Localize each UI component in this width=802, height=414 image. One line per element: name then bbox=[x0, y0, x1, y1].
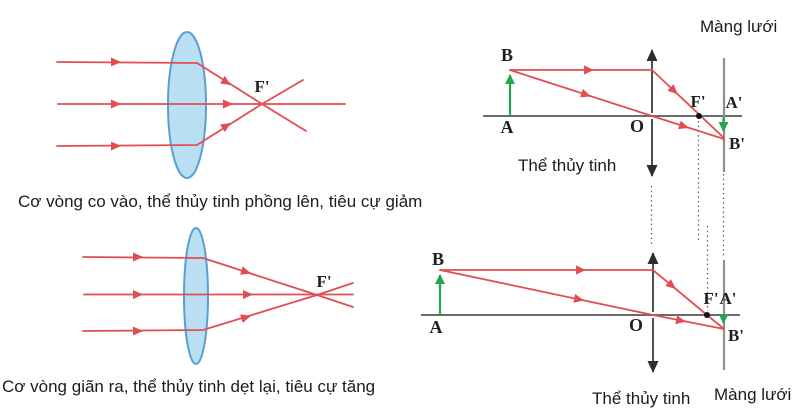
focal-point-label: F' bbox=[690, 92, 705, 111]
light-ray bbox=[82, 256, 354, 308]
object-tip-label: B bbox=[432, 249, 444, 269]
retina-name-label: Màng lưới bbox=[714, 385, 791, 404]
ray-arrow-icon bbox=[219, 75, 231, 86]
focal-point-label: F' bbox=[254, 77, 269, 96]
ray-arrow-icon bbox=[675, 315, 686, 325]
ray-arrow-icon bbox=[667, 84, 678, 95]
ray-arrow-icon bbox=[665, 279, 676, 289]
caption-bulged-lens: Cơ vòng co vào, thể thủy tinh phồng lên,… bbox=[18, 192, 422, 211]
ray-arrow-icon bbox=[580, 88, 591, 98]
bulged-lens-shape bbox=[167, 31, 207, 179]
focal-point-dot bbox=[704, 312, 710, 318]
construction-lines bbox=[650, 121, 725, 311]
image-tip-label: B' bbox=[729, 134, 745, 153]
object-tip-label: B bbox=[501, 45, 513, 65]
ray-arrow-icon bbox=[240, 314, 251, 324]
light-ray bbox=[439, 269, 725, 330]
object-base-label: A bbox=[501, 117, 514, 137]
focal-point-label: F' bbox=[316, 272, 331, 291]
image-tip-label: B' bbox=[728, 326, 744, 345]
flattened-lens-diagram: F' bbox=[82, 227, 354, 365]
lens-name-label: Thể thủy tinh bbox=[518, 156, 616, 175]
light-ray bbox=[439, 269, 725, 330]
bulged-lens-diagram: F' bbox=[56, 31, 346, 179]
image-base-label: A' bbox=[720, 289, 737, 308]
caption-flattened-lens: Cơ vòng giãn ra, thể thủy tinh dẹt lại, … bbox=[2, 377, 375, 396]
near-vision-diagram: B A O F' A' B' Thể thủy tinh Màng lưới bbox=[483, 17, 777, 177]
ray-arrow-icon bbox=[678, 120, 689, 130]
image-base-label: A' bbox=[726, 93, 743, 112]
object-base-label: A bbox=[430, 317, 443, 337]
ray-arrow-icon bbox=[573, 293, 584, 303]
retina-name-label: Màng lưới bbox=[700, 17, 777, 36]
focal-point-dot bbox=[696, 113, 702, 119]
focal-point-label: F' bbox=[703, 289, 718, 308]
optical-center-label: O bbox=[629, 315, 643, 335]
far-vision-diagram: B A O F' A' B' Thể thủy tinh Màng lưới bbox=[421, 249, 791, 408]
ray-arrow-icon bbox=[219, 122, 231, 133]
light-ray bbox=[509, 69, 725, 140]
optical-center-label: O bbox=[630, 116, 644, 136]
ray-arrow-icon bbox=[240, 266, 251, 275]
lens-name-label: Thể thủy tinh bbox=[592, 389, 690, 408]
flattened-lens-shape bbox=[183, 227, 209, 365]
light-ray bbox=[82, 282, 354, 332]
